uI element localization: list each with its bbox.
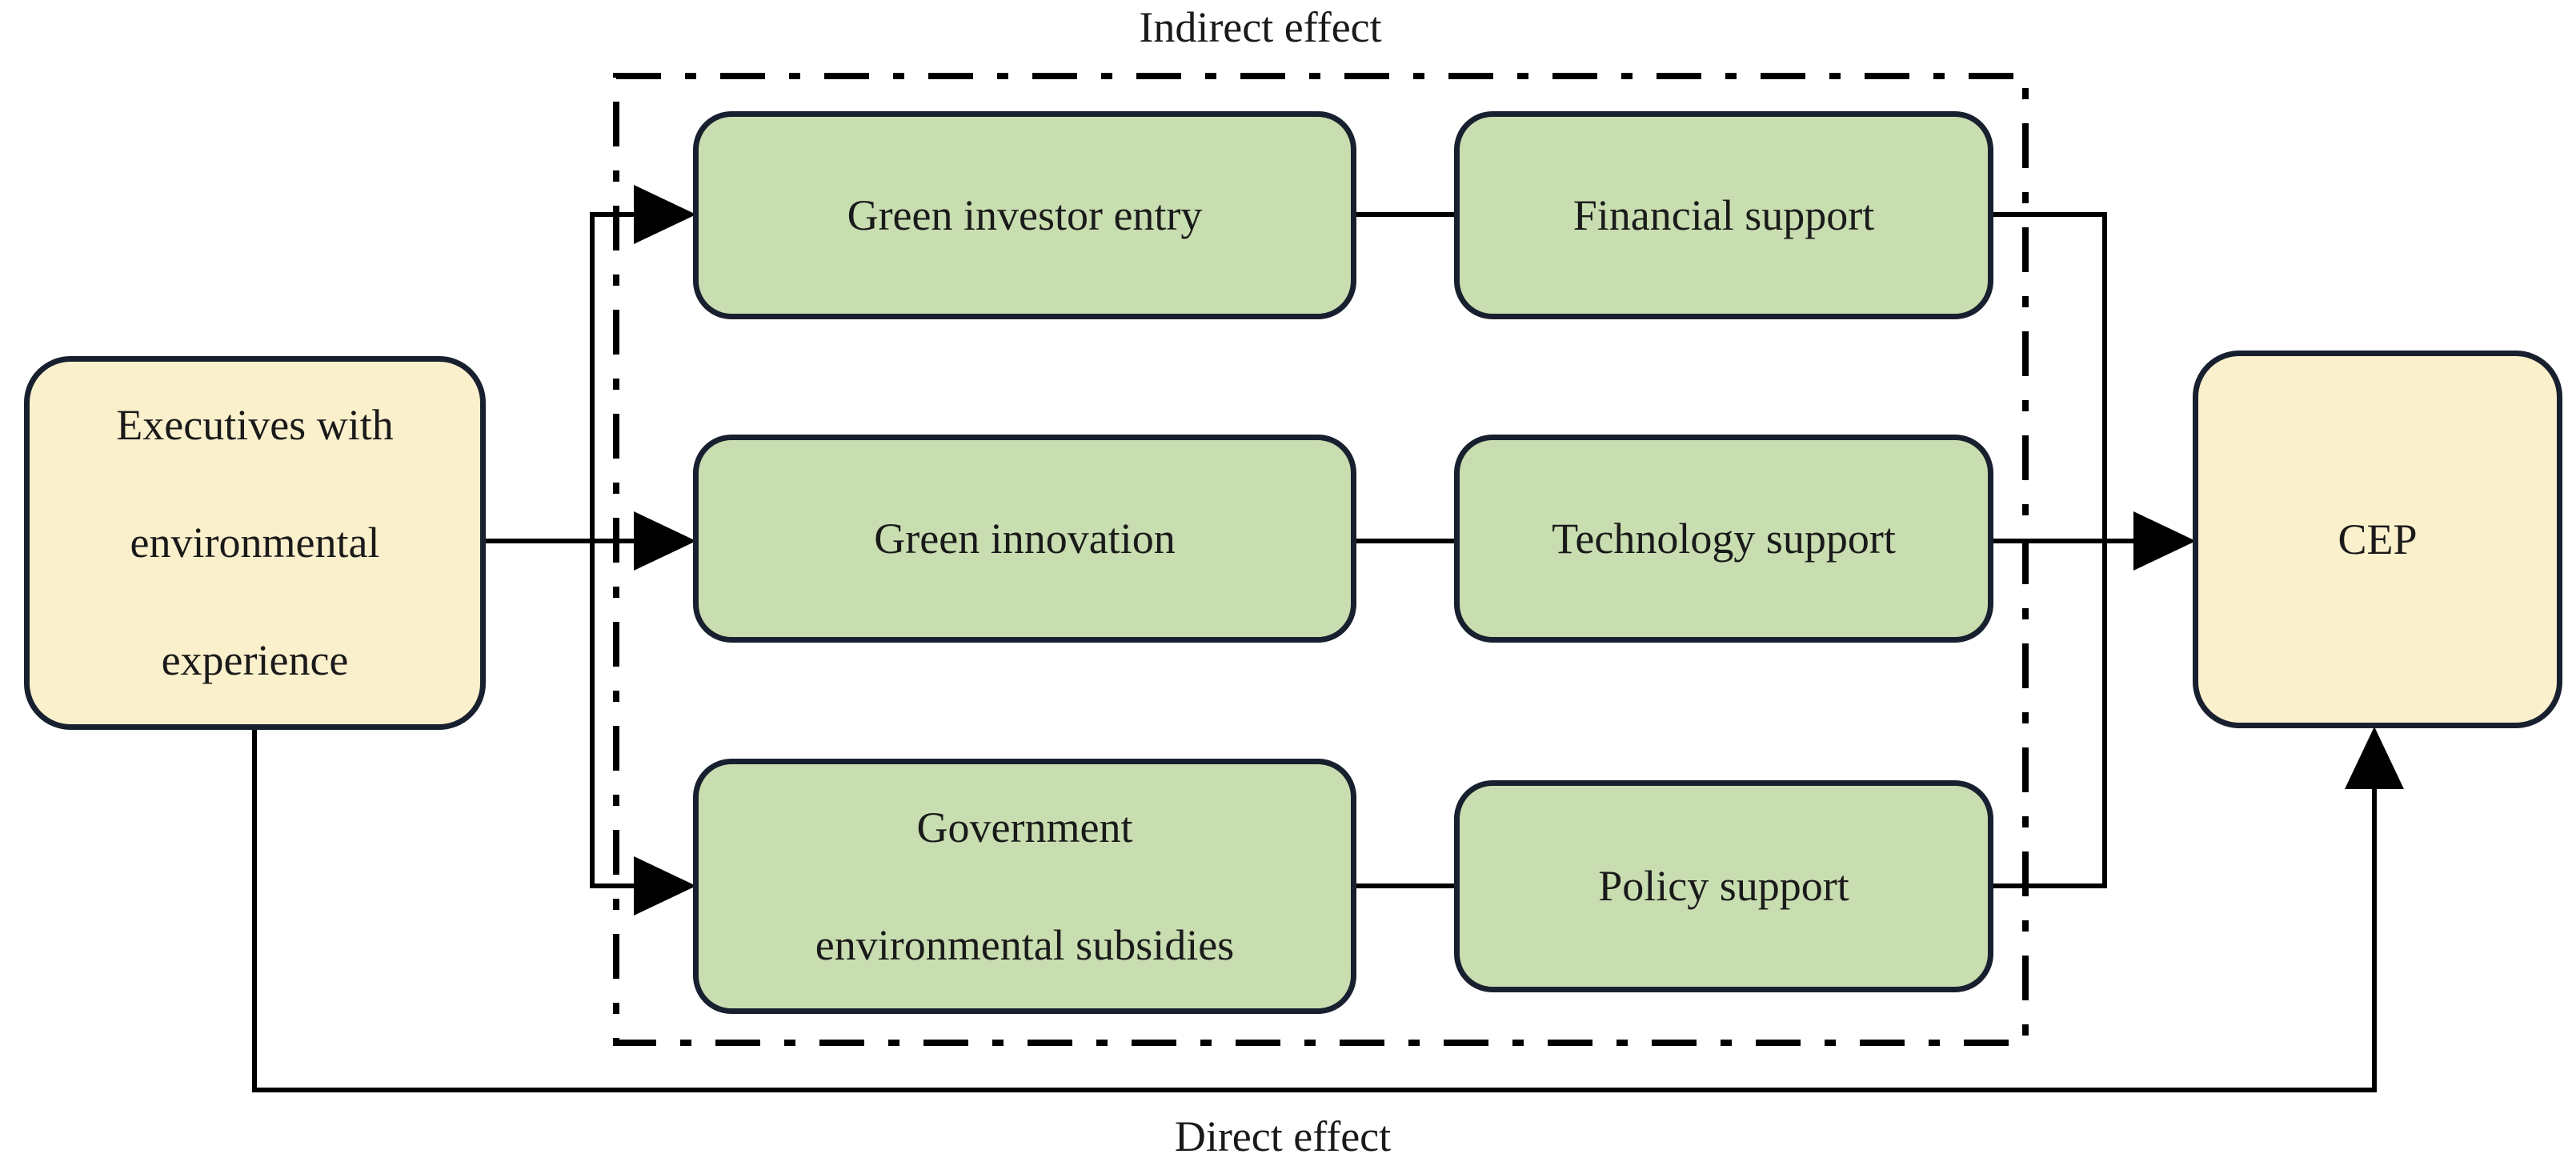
node-policy-support: Policy support	[1454, 780, 1993, 992]
arrowhead-green-innovation	[634, 511, 696, 571]
node-green-investor-entry: Green investor entry	[693, 111, 1356, 319]
connector-direct-effect	[252, 728, 2377, 1092]
indirect-effect-border	[613, 73, 2029, 1046]
node-label-line: Government	[916, 803, 1133, 851]
node-government-environmental-subsidies: Government environmental subsidies	[693, 759, 1356, 1014]
node-cep: CEP	[2193, 351, 2562, 728]
node-label-line: Technology support	[1552, 514, 1896, 563]
node-label-line: environmental	[130, 519, 380, 567]
arrowhead-green-investor	[634, 185, 696, 244]
node-financial-support: Financial support	[1454, 111, 1993, 319]
arrowhead-cep	[2133, 511, 2196, 571]
node-label-line: Green investor entry	[847, 190, 1203, 239]
node-executives: Executives with environmental experience	[24, 356, 486, 730]
node-label-line: Financial support	[1572, 190, 1875, 239]
node-label-line: Policy support	[1598, 862, 1849, 911]
node-technology-support: Technology support	[1454, 435, 1993, 643]
arrowhead-gov-subsidies	[634, 856, 696, 916]
direct-effect-label: Direct effect	[1174, 1112, 1392, 1160]
node-label-line: Executives with	[116, 401, 394, 450]
arrowhead-direct-effect	[2345, 727, 2404, 789]
node-label-line: experience	[161, 635, 349, 684]
node-label-line: Green innovation	[874, 514, 1176, 563]
node-green-innovation: Green innovation	[693, 435, 1356, 643]
node-label-line: environmental subsidies	[815, 920, 1235, 969]
indirect-effect-label: Indirect effect	[1139, 3, 1382, 51]
node-label-line: CEP	[2338, 515, 2418, 563]
